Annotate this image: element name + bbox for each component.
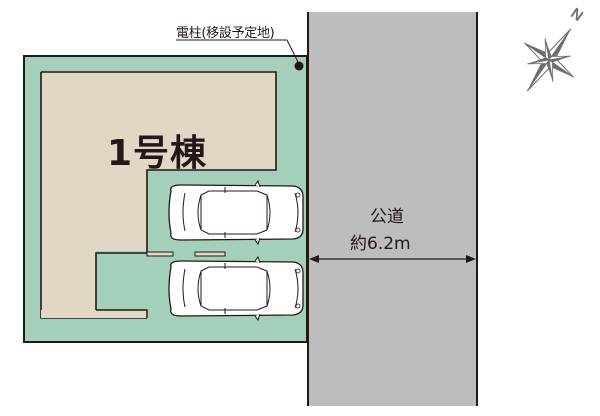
building-footprint: [40, 71, 277, 319]
compass-north-label: N: [567, 5, 586, 25]
road-width-label: 約6.2m: [350, 234, 411, 254]
road-width-dimension-arrow: [309, 255, 476, 263]
parked-car: [168, 179, 304, 246]
utility-pole: [176, 39, 304, 71]
public-road: [307, 12, 478, 406]
compass-rose-icon: [524, 28, 574, 92]
parked-car: [168, 255, 304, 322]
road-name-label: 公道: [370, 207, 404, 227]
building-label: 1号棟: [107, 133, 208, 174]
utility-pole-label: 電柱(移設予定地): [176, 26, 275, 41]
